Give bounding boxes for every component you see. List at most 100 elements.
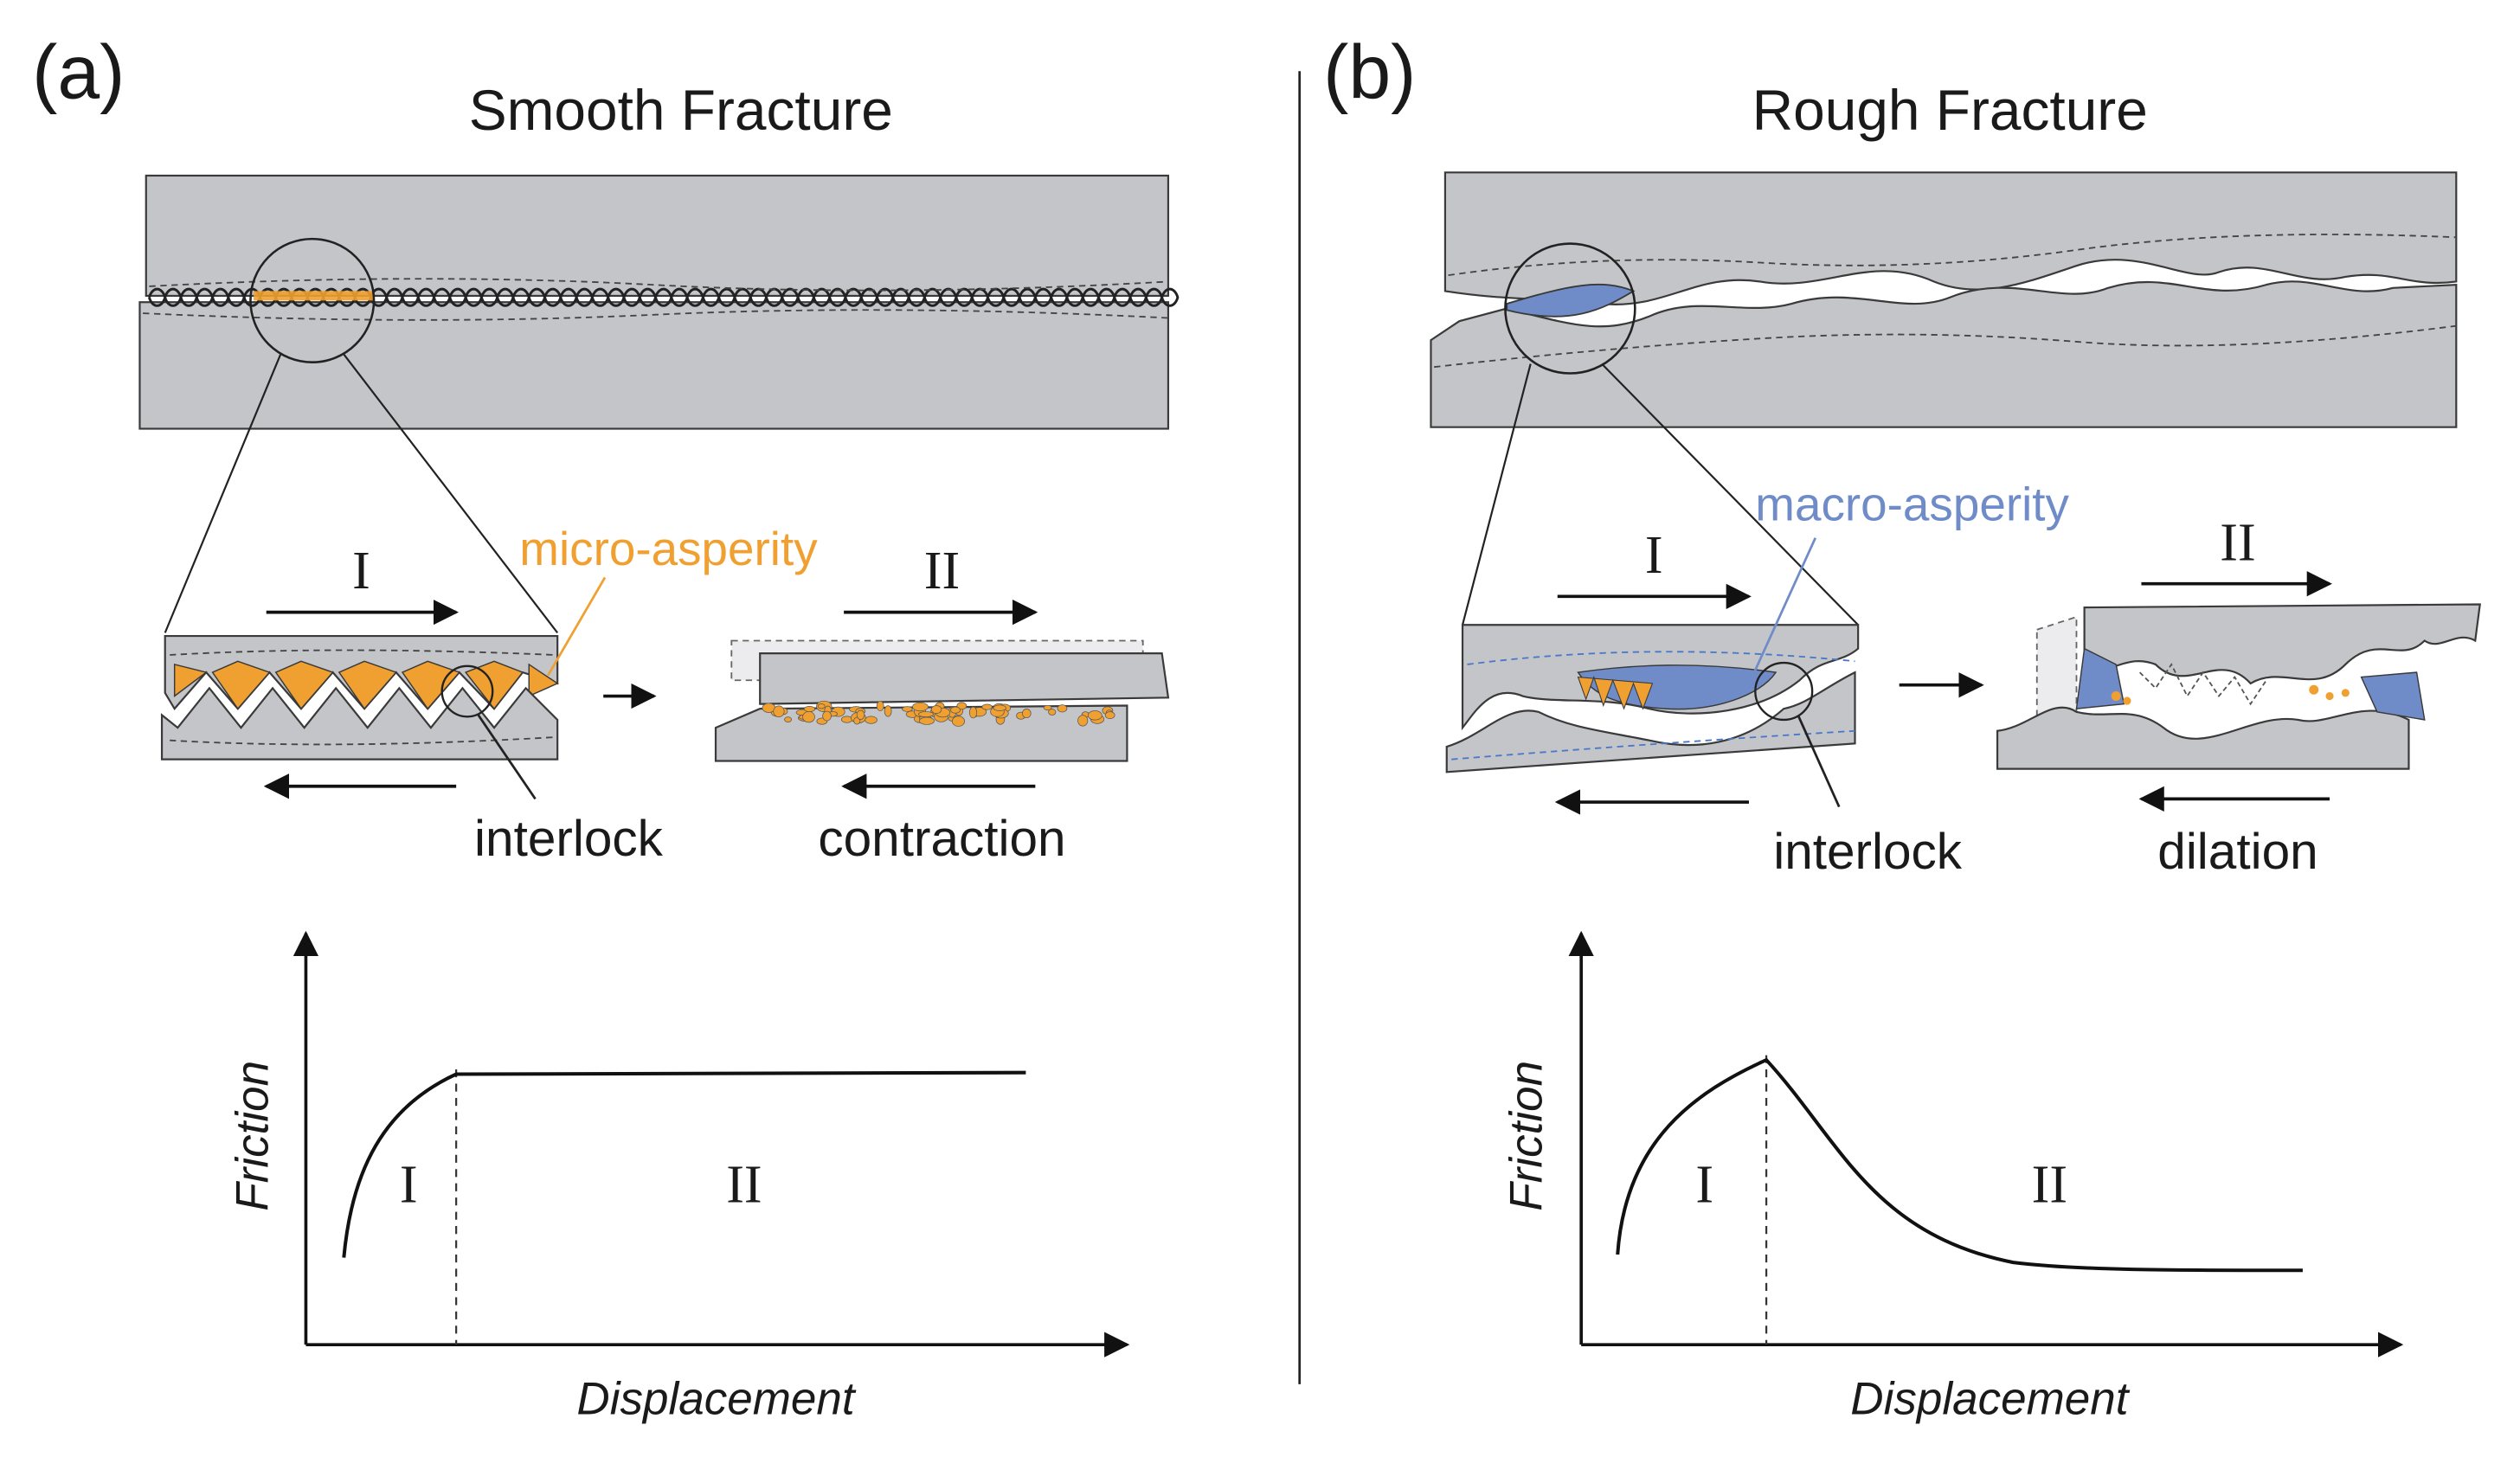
gouge-grain [918, 711, 934, 718]
gouge-grain [802, 711, 815, 723]
rough-fracture-block [1430, 171, 2458, 428]
interlock-pointer-a [477, 714, 537, 800]
gouge-fragments-b [2111, 684, 2350, 705]
gouge-grain [1087, 710, 1102, 721]
panel-a-title: Smooth Fracture [469, 78, 893, 142]
smooth-dashed-lower [143, 309, 1168, 321]
zoom-line-b-right [1601, 363, 1859, 626]
friction-curve-smooth [342, 1070, 1026, 1258]
upper-zoom-rock-b2 [2083, 603, 2481, 685]
gouge-grain [981, 703, 993, 710]
plot-b-xlabel: Displacement [1850, 1374, 2130, 1425]
plot-b-ylabel: Friction [1501, 1061, 1552, 1211]
lower-rock-b [1430, 280, 2458, 428]
zoom-dashed-upper-a [170, 649, 555, 656]
gouge-grain [2111, 691, 2121, 702]
dilated-gap-dashed [2138, 663, 2267, 706]
gouge-grain [2123, 696, 2131, 705]
macro-fragment-right [2360, 671, 2426, 721]
interlock-circle-b [1754, 661, 1814, 722]
micro-teeth-b [1577, 675, 1654, 710]
gouge-grain [930, 705, 942, 714]
interlock-circle-a [440, 664, 494, 718]
contraction-label: contraction [818, 811, 1065, 867]
gouge-grain [865, 716, 878, 724]
gouge-grain [952, 716, 965, 727]
gouge-grain [822, 710, 832, 722]
zoom-circle-a [249, 237, 376, 363]
zoom-line-b-left [1461, 363, 1532, 626]
gouge-grain [1043, 704, 1052, 711]
dilation-zone-b [1996, 603, 2481, 770]
plot-a-xlabel: Displacement [576, 1374, 856, 1425]
micro-gouge-particles [762, 700, 1115, 727]
gouge-grain [993, 704, 1006, 711]
stage-two-label-a: II [924, 542, 960, 600]
macro-asperity-label: macro-asperity [1755, 478, 2069, 531]
plot-a-ylabel: Friction [228, 1061, 279, 1211]
gouge-grain [841, 716, 853, 723]
lower-zoom-rock-b2 [1996, 706, 2410, 770]
gouge-grain [803, 706, 816, 712]
macro-interlock-zoom [1445, 624, 1860, 773]
gouge-grain [950, 706, 961, 714]
zoom-blue-dash-lower [1451, 729, 1855, 761]
micro-asperity-teeth [173, 660, 559, 710]
gouge-grain [918, 716, 935, 725]
zoom-line-a-right [343, 353, 559, 634]
gouge-grain [2309, 684, 2319, 695]
gouge-grain [1022, 708, 1032, 718]
micro-asperity-highlight [254, 291, 375, 301]
upper-rock-a [145, 174, 1170, 298]
gouge-grain [773, 705, 785, 718]
panel-b-title: Rough Fracture [1752, 78, 2148, 142]
lower-rock-a [138, 301, 1170, 430]
gouge-grain [2325, 691, 2334, 701]
friction-plot-b: I II Friction Displacement [1501, 930, 2404, 1425]
plot-b-region-one: I [1695, 1156, 1713, 1215]
panel-a-label: (a) [32, 29, 125, 114]
smooth-dashed-upper [149, 278, 1169, 292]
gouge-grain [884, 705, 892, 717]
gouge-grain [2341, 689, 2350, 697]
micro-asperity-label: micro-asperity [519, 522, 818, 575]
stage-one-label-a: I [352, 542, 370, 600]
plot-a-region-two: II [726, 1156, 762, 1215]
gouge-grain [912, 702, 929, 712]
zoom-blue-dash-upper [1467, 651, 1855, 665]
panel-b: (b) Rough Fracture I macro-asperity [1323, 29, 2481, 1425]
interlock-label-a: interlock [474, 811, 664, 867]
macro-asperity-pointer [1751, 537, 1817, 678]
friction-plot-a: I II Friction Displacement [228, 930, 1130, 1425]
plot-b-region-two: II [2032, 1156, 2067, 1215]
gouge-grain [784, 716, 792, 722]
gouge-grain [968, 706, 978, 719]
zoom-circle-b [1504, 242, 1636, 375]
upper-zoom-rock-a2 [759, 652, 1170, 705]
gouge-grain [856, 709, 865, 720]
micro-interlock-zoom [160, 634, 559, 761]
gouge-grain [1048, 709, 1057, 716]
gouge-grain [956, 702, 968, 710]
zoom-line-a-left [164, 354, 282, 633]
micro-asperity-pointer [547, 576, 607, 677]
gouge-grain [1104, 711, 1115, 720]
gouge-grain [1057, 704, 1068, 713]
smooth-fracture-block [138, 174, 1180, 430]
gouge-zone-a [714, 639, 1170, 762]
friction-curve-rough [1616, 1057, 2303, 1273]
stage-two-label-b: II [2220, 513, 2255, 572]
panel-a: (a) Smooth Fracture I micro-aspe [32, 29, 1180, 1425]
gouge-grain [902, 706, 913, 712]
gouge-grain [1077, 715, 1089, 727]
dilation-label: dilation [2157, 824, 2318, 880]
lower-zoom-rock-b [1445, 671, 1856, 773]
interlock-pointer-b [1797, 714, 1841, 808]
stage-one-label-b: I [1645, 526, 1663, 585]
plot-a-region-one: I [400, 1156, 418, 1215]
gouge-grain [817, 703, 826, 709]
interlock-label-b: interlock [1773, 824, 1963, 880]
rough-dashed-lower [1434, 324, 2457, 369]
panel-b-label: (b) [1323, 29, 1416, 114]
